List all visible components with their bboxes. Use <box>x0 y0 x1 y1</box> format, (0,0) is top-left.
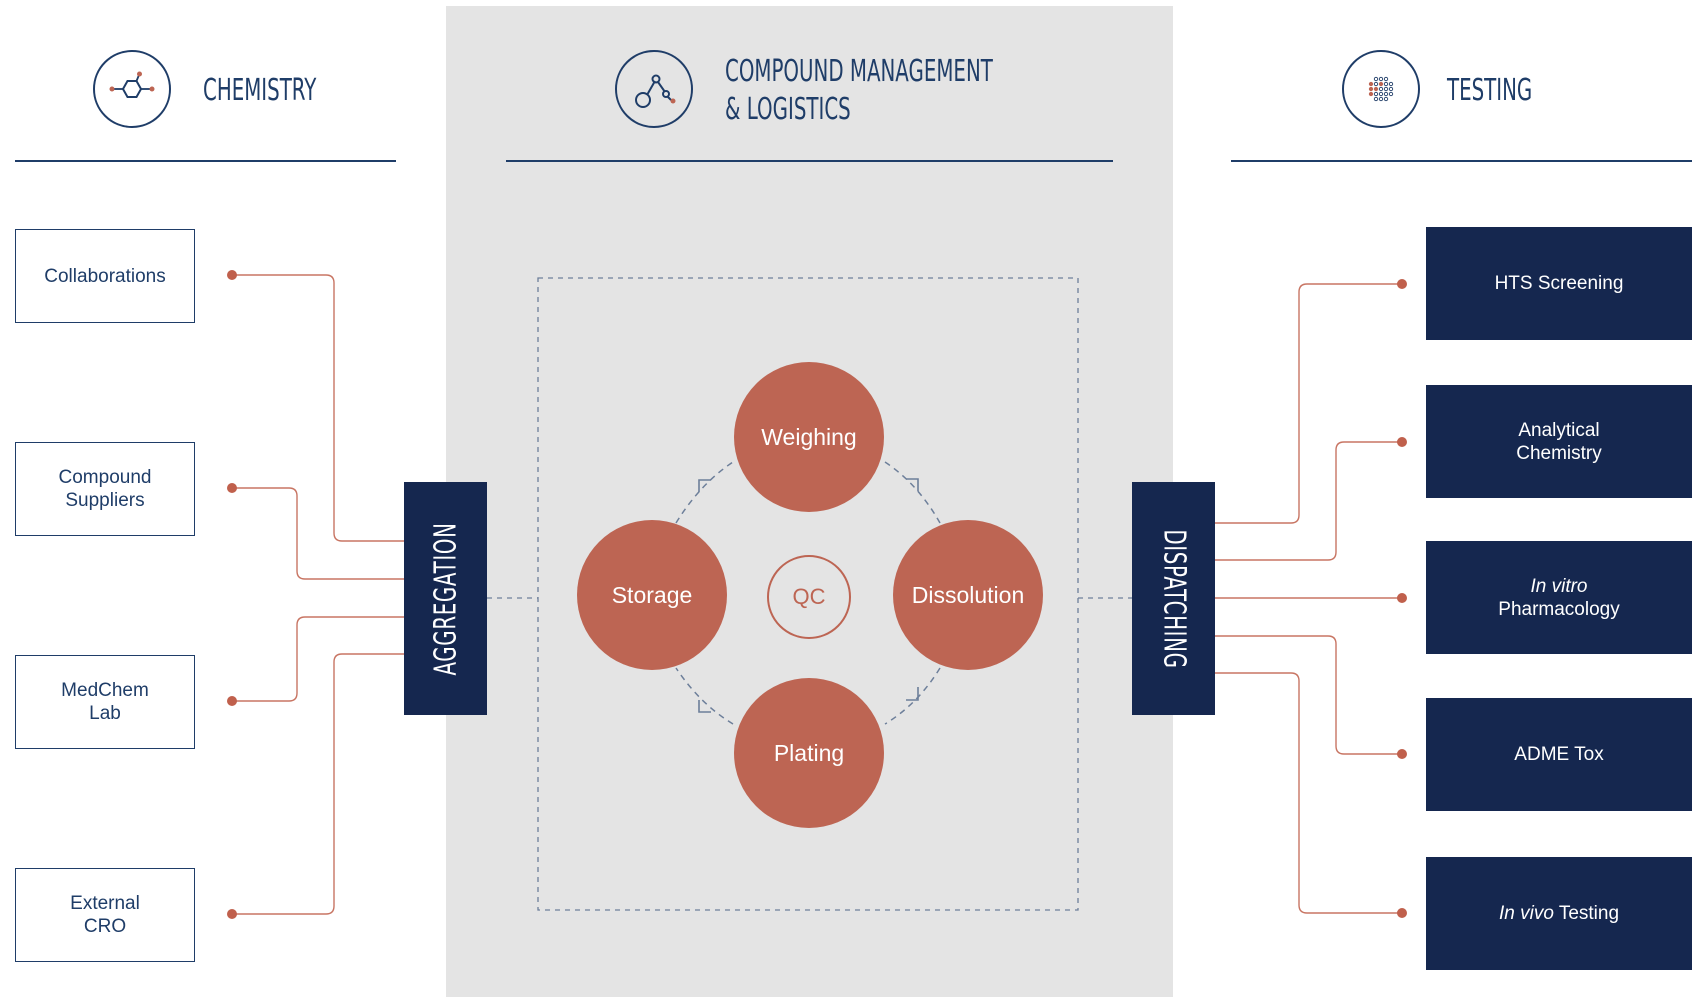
dispatching-bar[interactable]: DISPATCHING <box>1132 482 1215 715</box>
source-label: Collaborations <box>44 265 166 287</box>
source-label: CRO <box>83 916 127 937</box>
connector-dot <box>227 483 237 493</box>
dispatching-label: DISPATCHING <box>1156 528 1191 669</box>
source-label: Compound <box>58 467 152 488</box>
cycle-arrowhead-3 <box>698 700 711 713</box>
cml-rule <box>506 160 1113 162</box>
testing-rule <box>1231 160 1692 162</box>
source-collaborations[interactable]: Collaborations <box>15 229 195 323</box>
target-label: ADME Tox <box>1514 744 1604 765</box>
connector-dot <box>1397 749 1407 759</box>
chemistry-heading: CHEMISTRY <box>203 73 317 108</box>
process-label: Plating <box>773 739 845 766</box>
connector-analytical <box>1215 441 1402 561</box>
connector-invivo <box>1215 672 1402 914</box>
process-plating[interactable]: Plating <box>734 678 884 828</box>
connector-dot <box>1397 908 1407 918</box>
cml-heading: COMPOUND MANAGEMENT & LOGISTICS <box>725 54 993 127</box>
connector-medchem <box>232 616 404 702</box>
target-hts-screening[interactable]: HTS Screening <box>1426 227 1692 340</box>
cycle-arrowhead-2 <box>906 687 919 701</box>
target-label: Chemistry <box>1516 442 1602 464</box>
source-label: External <box>70 893 140 914</box>
process-dissolution[interactable]: Dissolution <box>893 520 1043 670</box>
connector-external-cro <box>232 653 404 915</box>
source-label: Suppliers <box>65 490 145 511</box>
connector-dot <box>227 909 237 919</box>
target-label-italic: In vitro <box>1530 575 1588 597</box>
connector-dot <box>227 270 237 280</box>
qc-badge[interactable]: QC <box>767 555 851 639</box>
target-analytical-chemistry[interactable]: Analytical Chemistry <box>1426 385 1692 498</box>
connector-dot <box>227 696 237 706</box>
cycle-arrowhead-4 <box>698 479 711 492</box>
process-label: Weighing <box>761 423 857 450</box>
connector-dot <box>1397 593 1407 603</box>
dot-matrix-icon <box>1342 50 1420 128</box>
source-external-cro[interactable]: External CRO <box>15 868 195 962</box>
connector-collaborations <box>232 274 404 542</box>
process-storage[interactable]: Storage <box>577 520 727 670</box>
target-in-vitro-pharmacology[interactable]: In vitro Pharmacology <box>1426 541 1692 654</box>
target-label-italic: In vivo <box>1498 903 1554 924</box>
molecule-icon <box>93 50 171 128</box>
connector-hts <box>1215 283 1402 524</box>
connector-adme <box>1215 635 1402 755</box>
target-label: Pharmacology <box>1498 598 1620 620</box>
process-label: Storage <box>611 581 693 608</box>
target-in-vivo-testing[interactable]: In vivo Testing <box>1426 857 1692 970</box>
testing-heading: TESTING <box>1447 73 1533 108</box>
process-weighing[interactable]: Weighing <box>734 362 884 512</box>
source-label: MedChem <box>61 680 149 701</box>
source-label: Lab <box>89 703 121 724</box>
aggregation-bar[interactable]: AGGREGATION <box>404 482 487 715</box>
source-compound-suppliers[interactable]: Compound Suppliers <box>15 442 195 536</box>
cycle-arrowhead-1 <box>906 478 919 491</box>
target-label: Analytical <box>1518 419 1600 441</box>
aggregation-label: AGGREGATION <box>428 521 463 676</box>
qc-label: QC <box>792 584 826 609</box>
target-label: Testing <box>1553 903 1620 924</box>
process-frame <box>537 277 1079 911</box>
target-label: HTS Screening <box>1494 273 1624 294</box>
robot-arm-icon <box>615 50 693 128</box>
connector-dot <box>1397 279 1407 289</box>
process-label: Dissolution <box>911 581 1025 608</box>
source-medchem-lab[interactable]: MedChem Lab <box>15 655 195 749</box>
connector-dot <box>1397 437 1407 447</box>
target-adme-tox[interactable]: ADME Tox <box>1426 698 1692 811</box>
connector-compound-suppliers <box>232 487 404 580</box>
chemistry-rule <box>15 160 396 162</box>
